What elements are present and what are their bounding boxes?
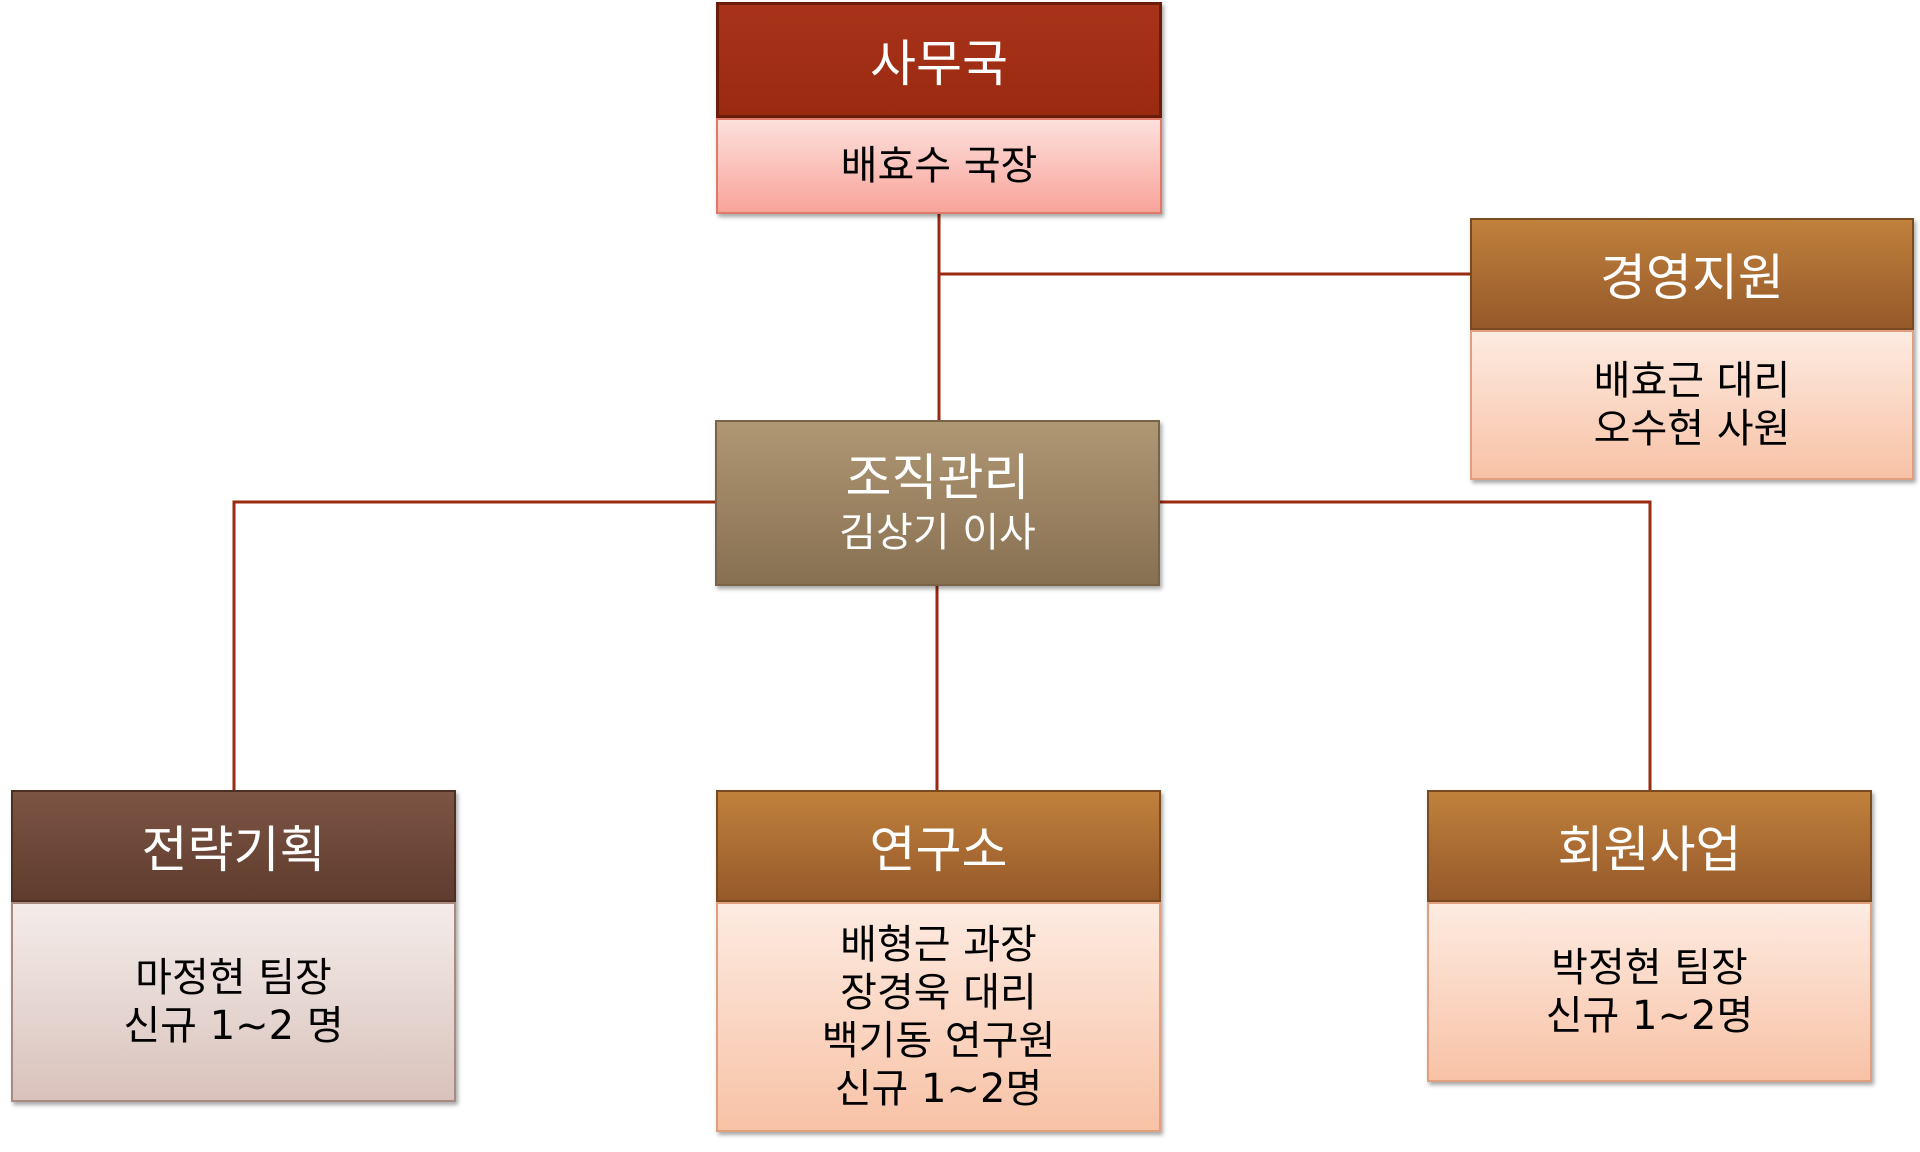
member-name: 신규 1~2 명 [123,1003,344,1049]
node-strategy-title: 전략기획 [11,790,456,902]
member-name: 오수현 사원 [1593,406,1791,452]
node-lab-title: 연구소 [716,790,1161,902]
node-management-title: 경영지원 [1470,218,1914,330]
node-office: 사무국 배효수 국장 [716,2,1162,214]
member-name: 신규 1~2명 [1545,993,1754,1039]
member-name: 배효수 국장 [840,143,1038,189]
node-office-members: 배효수 국장 [716,118,1162,214]
node-organization: 조직관리 김상기 이사 [715,420,1160,586]
node-member-business-title: 회원사업 [1427,790,1872,902]
node-organization-title: 조직관리 [845,449,1030,507]
node-office-title: 사무국 [716,2,1162,118]
node-strategy-members: 마정현 팀장 신규 1~2 명 [11,902,456,1102]
node-organization-subtitle: 김상기 이사 [839,510,1036,556]
connector-org-to-strategy [232,500,715,790]
member-name: 마정현 팀장 [135,955,332,1001]
member-name: 배형근 과장 [840,922,1037,968]
node-strategy: 전략기획 마정현 팀장 신규 1~2 명 [11,790,456,1102]
node-member-business-members: 박정현 팀장 신규 1~2명 [1427,902,1872,1082]
member-name: 장경욱 대리 [840,970,1037,1016]
node-management: 경영지원 배효근 대리 오수현 사원 [1470,218,1914,480]
member-name: 백기동 연구원 [821,1018,1056,1064]
node-lab-members: 배형근 과장 장경욱 대리 백기동 연구원 신규 1~2명 [716,902,1161,1132]
node-management-members: 배효근 대리 오수현 사원 [1470,330,1914,480]
connector-org-to-member-business [1160,500,1652,790]
node-lab: 연구소 배형근 과장 장경욱 대리 백기동 연구원 신규 1~2명 [716,790,1161,1132]
node-member-business: 회원사업 박정현 팀장 신규 1~2명 [1427,790,1872,1082]
member-name: 신규 1~2명 [834,1066,1043,1112]
member-name: 박정현 팀장 [1551,945,1748,991]
member-name: 배효근 대리 [1593,358,1791,404]
